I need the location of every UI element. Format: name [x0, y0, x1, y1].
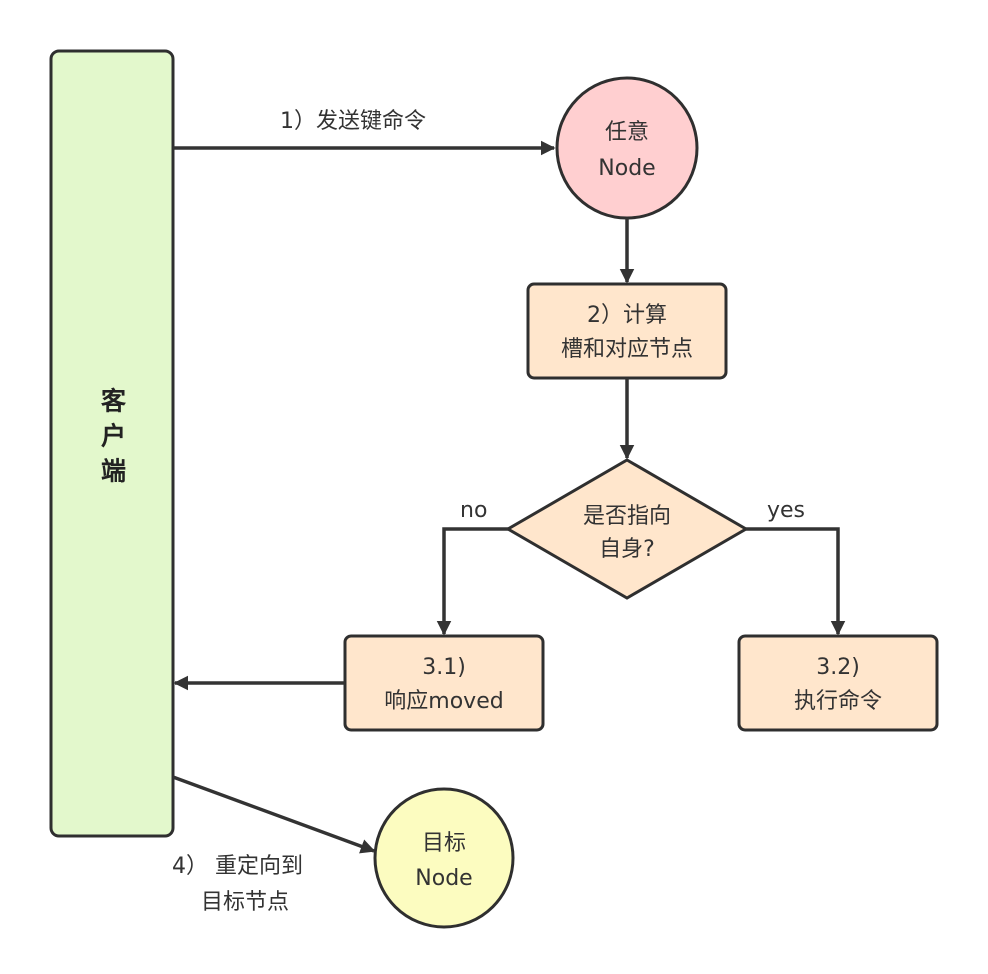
moved-label-line1: 3.1) — [422, 655, 466, 680]
client-node[interactable]: 客户端 — [49, 49, 175, 838]
compute-label-line1: 2）计算 — [587, 303, 667, 328]
edge-redirect-label-line1: 4） 重定向到 — [172, 854, 303, 879]
decision-label-line1: 是否指向 — [583, 504, 671, 529]
compute-label-line2: 槽和对应节点 — [561, 337, 693, 362]
decision-node[interactable]: 是否指向 自身? — [505, 458, 749, 600]
client-shape — [49, 49, 175, 838]
edge-decision-yes — [746, 527, 846, 636]
edge-decision-no — [436, 527, 508, 636]
any-node-label-line1: 任意 — [605, 120, 649, 145]
decision-shape — [505, 458, 749, 600]
moved-shape — [343, 634, 545, 732]
compute-shape — [526, 282, 728, 380]
moved-label-line2: 响应moved — [384, 689, 503, 714]
target-node-label-line1: 目标 — [422, 831, 466, 856]
execute-label-line1: 3.2) — [816, 655, 860, 680]
edge-redirect-to-target — [172, 775, 376, 854]
execute-label-line2: 执行命令 — [794, 689, 882, 714]
moved-node[interactable]: 3.1) 响应moved — [343, 634, 545, 732]
execute-node[interactable]: 3.2) 执行命令 — [737, 634, 939, 732]
edge-decision-yes-label: yes — [767, 498, 805, 523]
target-node-label-line2: Node — [415, 866, 472, 891]
execute-shape — [737, 634, 939, 732]
target-node-shape — [373, 787, 515, 929]
any-node-label-line2: Node — [598, 156, 655, 181]
any-node[interactable]: 任意 Node — [555, 76, 699, 220]
client-label: 客户端 — [98, 387, 127, 493]
edge-send-command-label: 1）发送键命令 — [280, 109, 426, 134]
edge-redirect-label-line2: 目标节点 — [201, 890, 289, 915]
target-node[interactable]: 目标 Node — [373, 787, 515, 929]
decision-label-line2: 自身? — [599, 537, 655, 562]
compute-node[interactable]: 2）计算 槽和对应节点 — [526, 282, 728, 380]
any-node-shape — [555, 76, 699, 220]
edge-decision-no-label: no — [460, 498, 487, 523]
